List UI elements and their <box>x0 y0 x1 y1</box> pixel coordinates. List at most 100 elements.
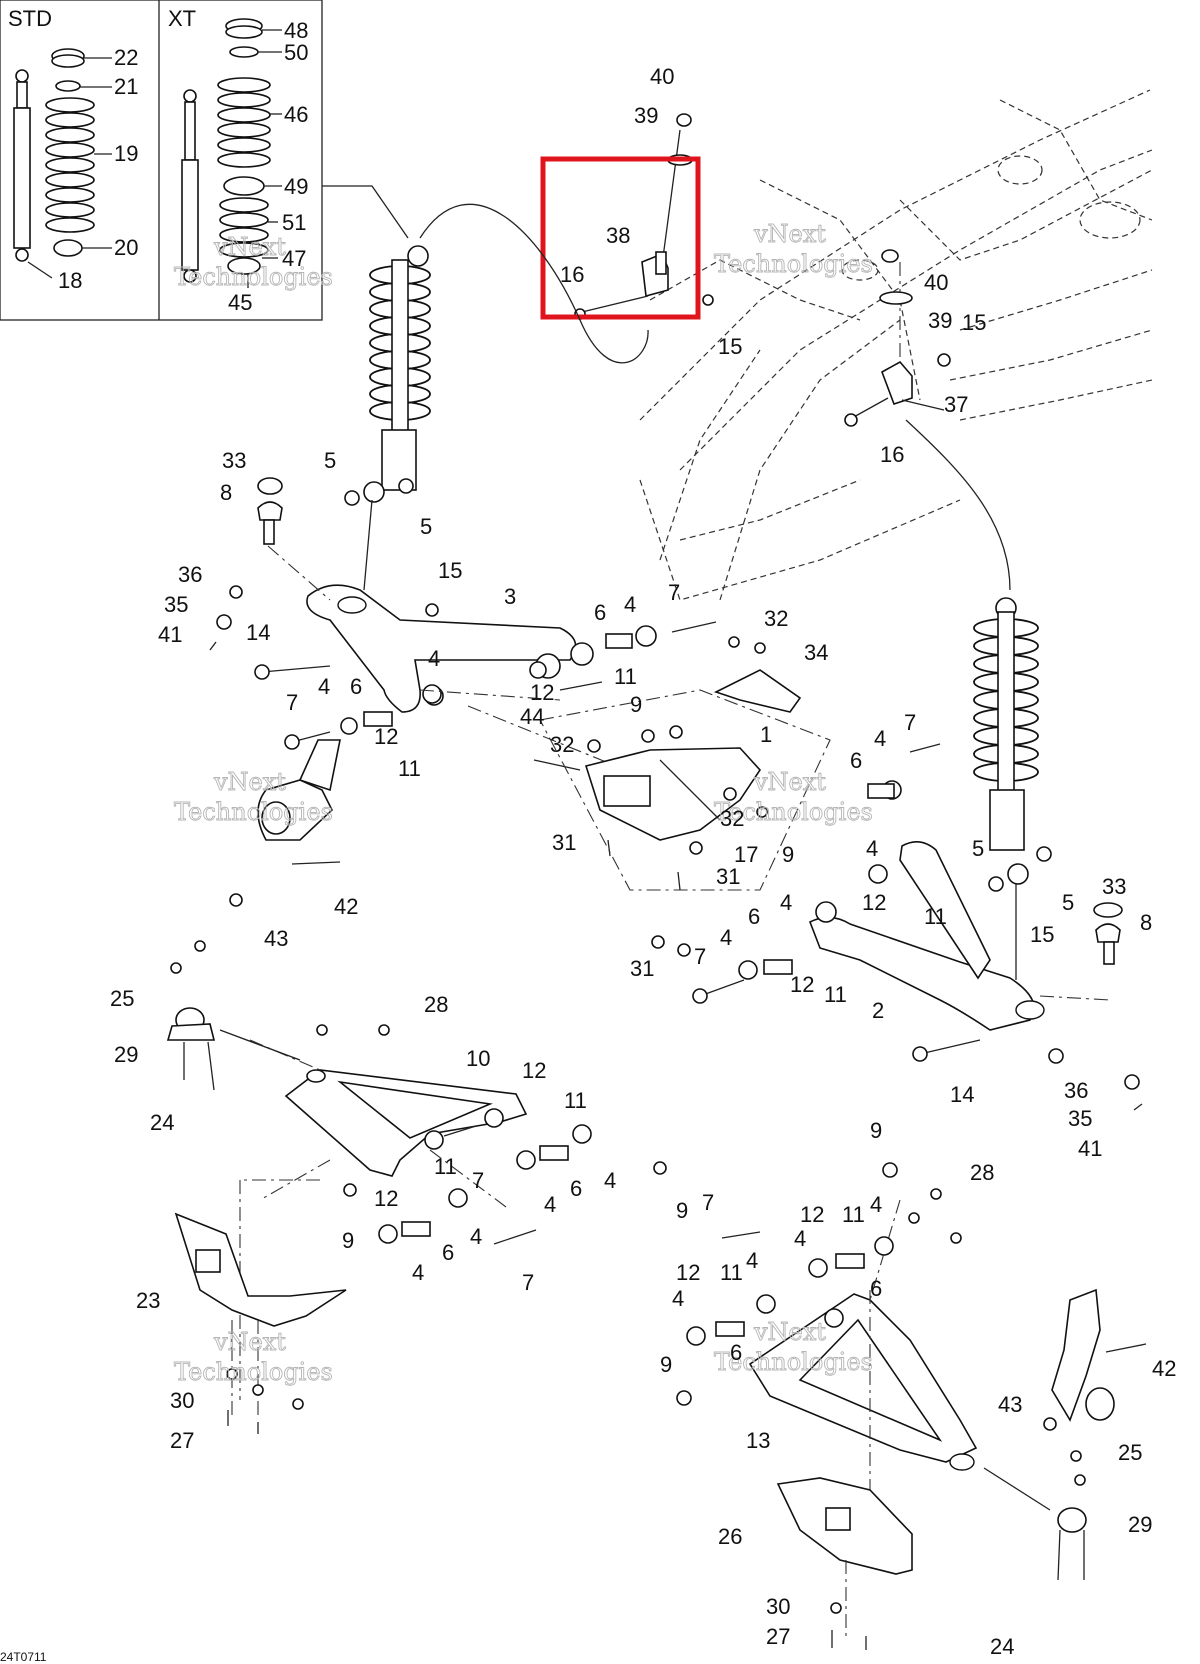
skid-plate-left <box>174 1212 347 1434</box>
callout: 15 <box>438 558 462 583</box>
steering-knuckle-left <box>229 739 341 907</box>
callout: 6 <box>442 1240 454 1265</box>
std-header: STD <box>8 6 52 31</box>
callout: 11 <box>434 1154 457 1179</box>
callout: 12 <box>800 1202 824 1227</box>
watermark-text: Technologies <box>714 798 873 826</box>
callout: 28 <box>970 1160 994 1185</box>
callout: 12 <box>790 972 814 997</box>
callout: 9 <box>660 1352 672 1377</box>
callout-19: 19 <box>114 141 138 166</box>
watermark-text: vNext <box>753 768 826 796</box>
watermark-text: Technologies <box>174 263 333 291</box>
callout: 15 <box>962 310 986 335</box>
xt-header: XT <box>168 6 196 31</box>
callout: 15 <box>718 334 742 359</box>
callout: 4 <box>874 726 886 751</box>
ball-joint-lower-left <box>166 940 301 1091</box>
lower-a-arm-left <box>239 1024 667 1400</box>
callout: 41 <box>1078 1136 1102 1161</box>
callout: 9 <box>676 1198 688 1223</box>
watermark-text: Technologies <box>174 798 333 826</box>
callout-18: 18 <box>58 268 82 293</box>
callout: 7 <box>668 580 680 605</box>
callout: 40 <box>924 270 948 295</box>
callout: 11 <box>824 982 847 1007</box>
callout: 5 <box>1062 890 1074 915</box>
shock-mount-bracket-detail <box>574 113 714 320</box>
callout: 6 <box>350 674 362 699</box>
figure-code: 24T0711 <box>0 1650 47 1664</box>
callout: 9 <box>870 1118 882 1143</box>
callout: 7 <box>904 710 916 735</box>
callout: 31 <box>716 864 740 889</box>
watermark-text: vNext <box>753 1318 826 1346</box>
callout: 4 <box>780 890 792 915</box>
callout: 43 <box>998 1392 1022 1417</box>
callout-50: 50 <box>284 40 308 65</box>
watermark-text: Technologies <box>714 250 873 278</box>
frame-bracket-37 <box>844 249 951 427</box>
callout: 42 <box>334 894 358 919</box>
callout: 29 <box>114 1042 138 1067</box>
callout: 11 <box>842 1202 865 1227</box>
callout: 12 <box>862 890 886 915</box>
hardware-upper-left <box>209 585 802 801</box>
callout: 37 <box>944 392 968 417</box>
callout: 25 <box>110 986 134 1011</box>
callout-22: 22 <box>114 45 138 70</box>
skid-plate-right <box>776 1477 913 1650</box>
callout: 26 <box>718 1524 742 1549</box>
callout: 30 <box>170 1388 194 1413</box>
callout: 38 <box>606 223 630 248</box>
callout: 12 <box>374 1186 398 1211</box>
callouts: 40 39 38 16 40 39 15 15 37 16 33 8 5 5 3… <box>110 64 1176 1659</box>
callout: 28 <box>424 992 448 1017</box>
callout: 35 <box>164 592 188 617</box>
callout: 4 <box>794 1226 806 1251</box>
callout-47: 47 <box>282 246 306 271</box>
callout: 42 <box>1152 1356 1176 1381</box>
callout: 6 <box>594 600 606 625</box>
callout: 33 <box>1102 874 1126 899</box>
callout: 36 <box>1064 1078 1088 1103</box>
callout: 27 <box>766 1624 790 1649</box>
callout: 14 <box>950 1082 974 1107</box>
callout: 39 <box>928 308 952 333</box>
callout: 4 <box>604 1168 616 1193</box>
watermark-text: vNext <box>213 233 286 261</box>
callout: 7 <box>522 1270 534 1295</box>
callout: 13 <box>746 1428 770 1453</box>
callout: 41 <box>158 622 182 647</box>
callout: 39 <box>634 103 658 128</box>
callout: 29 <box>1128 1512 1152 1537</box>
callout: 5 <box>420 514 432 539</box>
callout: 4 <box>624 592 636 617</box>
callout: 34 <box>804 640 828 665</box>
callout: 9 <box>630 692 642 717</box>
callout: 32 <box>550 732 574 757</box>
callout: 9 <box>782 842 794 867</box>
watermark-text: Technologies <box>174 1358 333 1386</box>
callout: 4 <box>870 1192 882 1217</box>
vehicle-frame <box>639 89 1153 601</box>
differential-bracket <box>533 689 831 957</box>
callout: 4 <box>318 674 330 699</box>
callout: 4 <box>720 925 732 950</box>
callout: 7 <box>472 1168 484 1193</box>
callout: 12 <box>522 1058 546 1083</box>
callout: 4 <box>672 1286 684 1311</box>
front-shock-left <box>344 245 431 591</box>
callout: 7 <box>694 944 706 969</box>
callout-20: 20 <box>114 235 138 260</box>
callout: 32 <box>720 806 744 831</box>
front-shock-right <box>973 597 1052 980</box>
callout: 6 <box>570 1176 582 1201</box>
callout-51: 51 <box>282 210 306 235</box>
callout: 2 <box>872 998 884 1023</box>
callout: 12 <box>676 1260 700 1285</box>
callout: 7 <box>702 1190 714 1215</box>
callout: 4 <box>866 836 878 861</box>
callout: 11 <box>614 664 637 689</box>
callout: 5 <box>972 836 984 861</box>
